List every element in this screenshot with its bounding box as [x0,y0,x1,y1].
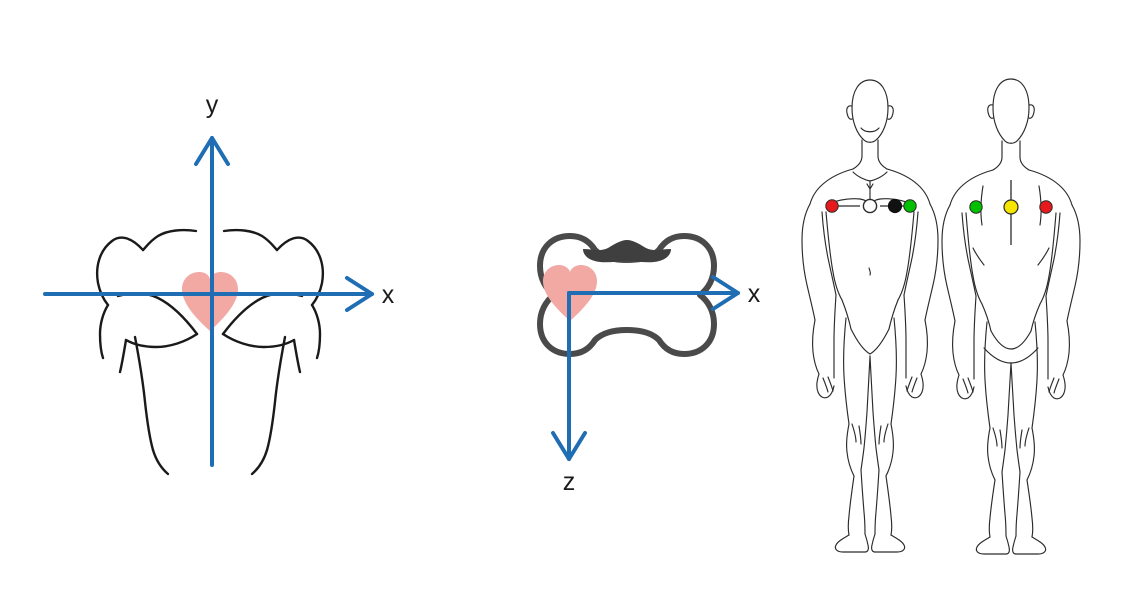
z-axis-axial [551,291,587,461]
posterior-body-figure [941,78,1081,555]
sternum-bump [583,240,671,263]
body-electrode-panel [790,0,1140,604]
electrode-yellow-posterior[interactable] [1003,199,1019,215]
y-axis-frontal [194,136,230,467]
electrode-red-anterior[interactable] [825,199,839,213]
electrode-green-posterior[interactable] [969,200,983,214]
z-axis-label-axial: z [563,468,576,496]
anterior-electrodes [825,198,917,214]
x-axis-label-axial: x [748,280,761,308]
electrode-white-anterior[interactable] [862,198,878,214]
anterior-body-figure [801,79,939,553]
frontal-torso-panel: y x [0,0,440,604]
x-axis-label: x [382,281,395,309]
y-axis-label: y [206,91,219,119]
axial-cross-section-panel: x z [440,0,800,604]
x-axis-frontal [43,276,374,312]
electrode-green-anterior[interactable] [903,199,917,213]
electrode-red-posterior[interactable] [1039,200,1053,214]
posterior-electrodes [969,199,1053,215]
electrode-black-anterior[interactable] [887,198,903,214]
x-axis-axial [567,275,740,311]
